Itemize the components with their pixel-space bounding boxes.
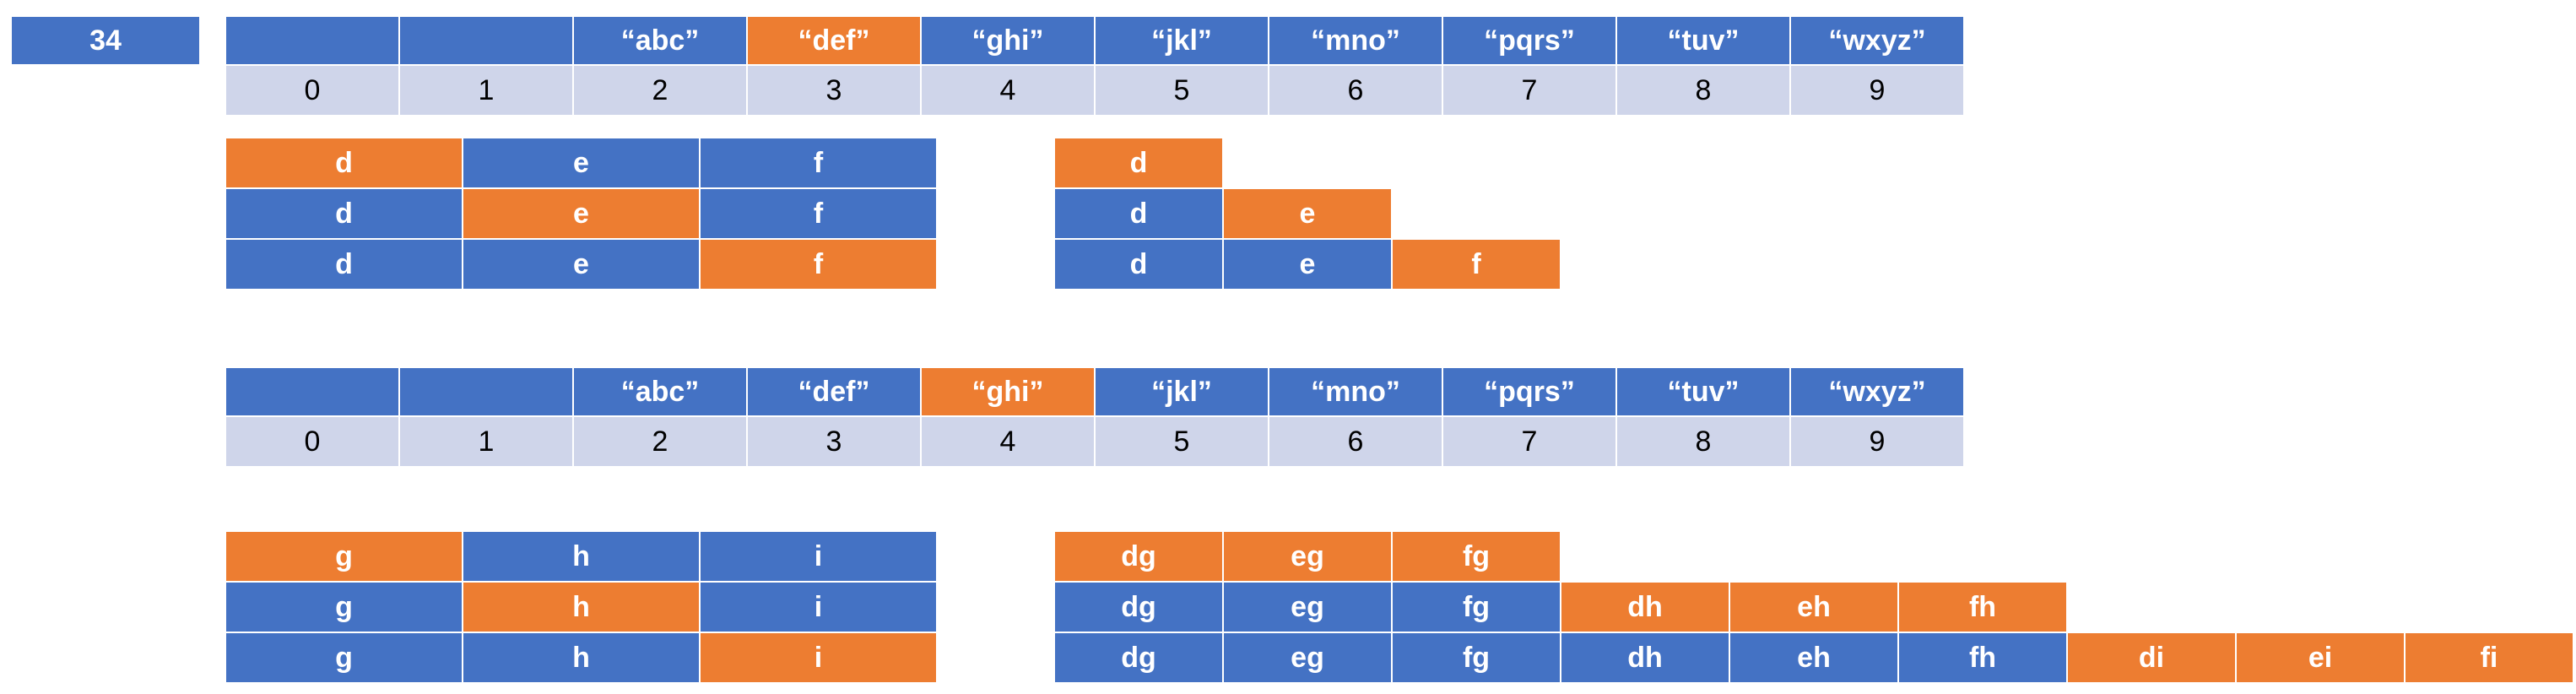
keypad-digit-cell: 7 (1443, 417, 1617, 466)
keypad-label-cell (226, 368, 400, 417)
keypad-label-cell (400, 17, 574, 66)
combination-cell: eg (1224, 633, 1393, 682)
letter-cell: g (226, 583, 463, 632)
keypad-label-cell: “jkl” (1096, 17, 1269, 66)
letter-cell: f (701, 138, 938, 187)
combination-cell: dg (1055, 583, 1224, 632)
letter-cell: g (226, 532, 463, 581)
keypad-label-cell: “ghi” (922, 17, 1096, 66)
letter-cell: d (226, 189, 463, 238)
combination-cell: dg (1055, 532, 1224, 581)
letter-cell: h (463, 633, 701, 682)
combination-cell: dg (1055, 633, 1224, 682)
letter-cell: i (701, 583, 938, 632)
letter-cell: i (701, 532, 938, 581)
combination-cell: dh (1561, 633, 1730, 682)
keypad-digit-cell: 8 (1617, 66, 1791, 115)
keypad-digit-cell: 5 (1096, 417, 1269, 466)
combination-cell: e (1224, 240, 1393, 289)
combination-cell: fg (1393, 532, 1561, 581)
keypad-digit-cell: 8 (1617, 417, 1791, 466)
keypad-label-cell: “pqrs” (1443, 368, 1617, 417)
keypad-label-cell: “tuv” (1617, 368, 1791, 417)
combination-cell: dh (1561, 583, 1730, 632)
combination-cell: fg (1393, 633, 1561, 682)
combination-cell: eh (1730, 633, 1899, 682)
letter-cell: g (226, 633, 463, 682)
combination-cell: d (1055, 240, 1224, 289)
keypad-digit-cell: 6 (1269, 417, 1443, 466)
keypad-digit-cell: 9 (1791, 66, 1965, 115)
keypad-digit-cell: 2 (574, 417, 748, 466)
combination-cell: e (1224, 189, 1393, 238)
combination-cell: fh (1899, 583, 2068, 632)
letter-cell: f (701, 240, 938, 289)
keypad-digit-cell: 3 (748, 66, 922, 115)
keypad-label-cell (400, 368, 574, 417)
combination-cell: d (1055, 138, 1224, 187)
combination-cell: fh (1899, 633, 2068, 682)
combination-cell: eg (1224, 532, 1393, 581)
keypad-digit-cell: 0 (226, 417, 400, 466)
keypad-digit-cell: 5 (1096, 66, 1269, 115)
number-badge: 34 (12, 17, 199, 64)
keypad-digit-cell: 3 (748, 417, 922, 466)
keypad-label-cell: “abc” (574, 17, 748, 66)
keypad-label-cell: “def” (748, 17, 922, 66)
combination-cell: d (1055, 189, 1224, 238)
keypad-label-cell: “wxyz” (1791, 17, 1965, 66)
combination-cell: eg (1224, 583, 1393, 632)
combination-cell: eh (1730, 583, 1899, 632)
letter-cell: i (701, 633, 938, 682)
keypad-digit-cell: 0 (226, 66, 400, 115)
keypad-digit-cell: 6 (1269, 66, 1443, 115)
keypad-digit-cell: 1 (400, 417, 574, 466)
letter-cell: e (463, 138, 701, 187)
letter-cell: h (463, 532, 701, 581)
letter-cell: f (701, 189, 938, 238)
combination-cell: ei (2237, 633, 2406, 682)
keypad-digit-cell: 4 (922, 66, 1096, 115)
keypad-label-cell: “ghi” (922, 368, 1096, 417)
keypad-label-cell (226, 17, 400, 66)
keypad-label-cell: “pqrs” (1443, 17, 1617, 66)
combination-cell: fi (2406, 633, 2574, 682)
combination-cell: di (2068, 633, 2237, 682)
keypad-label-cell: “wxyz” (1791, 368, 1965, 417)
keypad-digit-cell: 4 (922, 417, 1096, 466)
keypad-label-cell: “def” (748, 368, 922, 417)
letter-cell: d (226, 240, 463, 289)
keypad-digit-cell: 2 (574, 66, 748, 115)
keypad-label-cell: “tuv” (1617, 17, 1791, 66)
letter-cell: e (463, 189, 701, 238)
combination-cell: fg (1393, 583, 1561, 632)
combination-cell: f (1393, 240, 1561, 289)
letter-cell: d (226, 138, 463, 187)
keypad-label-cell: “abc” (574, 368, 748, 417)
keypad-digit-cell: 7 (1443, 66, 1617, 115)
keypad-label-cell: “mno” (1269, 17, 1443, 66)
keypad-label-cell: “jkl” (1096, 368, 1269, 417)
keypad-digit-cell: 1 (400, 66, 574, 115)
letter-cell: e (463, 240, 701, 289)
keypad-digit-cell: 9 (1791, 417, 1965, 466)
letter-cell: h (463, 583, 701, 632)
keypad-label-cell: “mno” (1269, 368, 1443, 417)
